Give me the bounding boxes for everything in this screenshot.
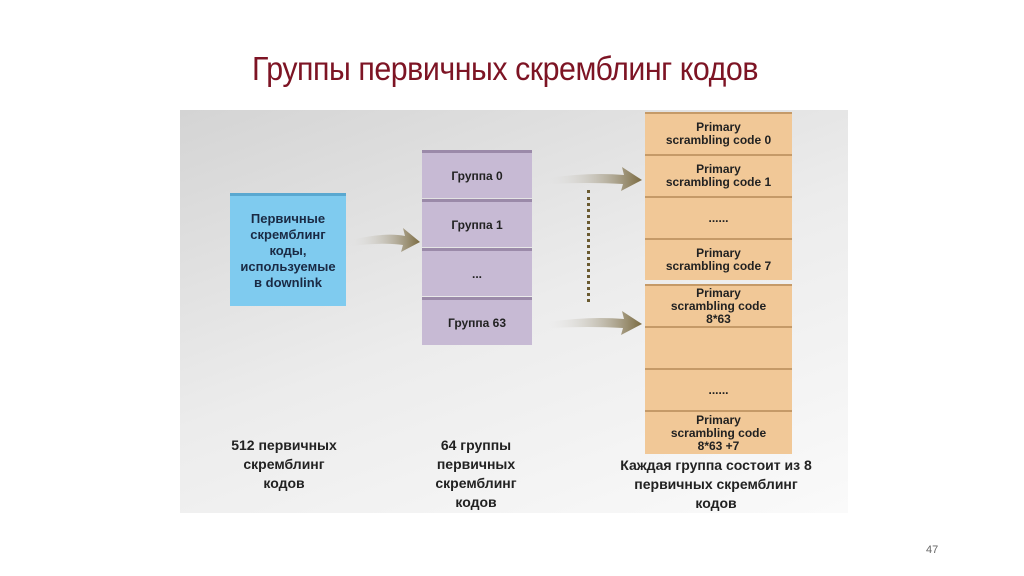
code-cell: ...... (645, 368, 792, 410)
source-codes-box: Первичные скремблинг коды, используемые … (230, 193, 346, 306)
code-text: Primary scrambling code 7 (665, 246, 772, 273)
group-cell: Группа 0 (422, 150, 532, 198)
group-cell: ... (422, 248, 532, 296)
label-group-composition: Каждая группа состоит из 8 первичных скр… (620, 457, 812, 511)
label-64-groups: 64 группы первичных скремблинг кодов (435, 437, 517, 510)
code-cell: Primary scrambling code 8*63 (645, 284, 792, 326)
arrow-icon (350, 228, 420, 252)
code-cell: ...... (645, 196, 792, 238)
arrow-icon (548, 311, 642, 335)
code-text: Primary scrambling code 1 (665, 162, 772, 189)
group-cell: Группа 63 (422, 297, 532, 345)
label-512-codes: 512 первичных скремблинг кодов (231, 437, 337, 491)
page-number: 47 (926, 544, 939, 556)
code-cell: Primary scrambling code 1 (645, 154, 792, 196)
slide-title: Группы первичных скремблинг кодов (251, 50, 759, 87)
arrow-icon (548, 167, 642, 191)
code-cell: Primary scrambling code 7 (645, 238, 792, 280)
code-cell: Primary scrambling code 0 (645, 112, 792, 154)
code-text: Primary scrambling code 8*63 (670, 285, 767, 326)
code-cell: Primary scrambling code 8*63 +7 (645, 410, 792, 454)
group-cell: Группа 1 (422, 199, 532, 247)
dotted-line (587, 190, 590, 302)
source-codes-text: Первичные скремблинг коды, используемые … (240, 211, 336, 290)
code-cell (645, 326, 792, 368)
code-text: Primary scrambling code 8*63 +7 (670, 412, 767, 453)
code-text: Primary scrambling code 0 (665, 120, 772, 147)
